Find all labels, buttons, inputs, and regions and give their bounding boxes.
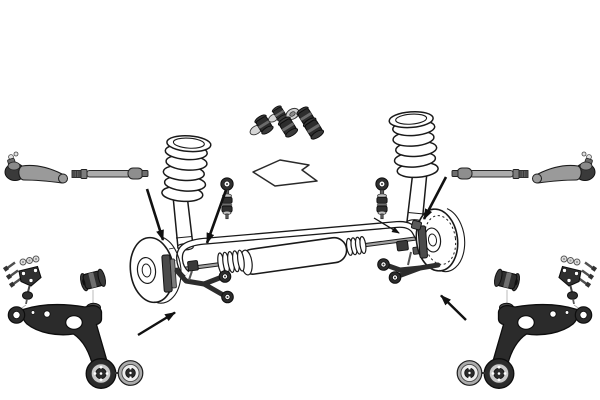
fork-arm-upper bbox=[383, 262, 441, 273]
disc-rim-arc bbox=[439, 208, 466, 273]
bushing-kit-cluster bbox=[249, 104, 326, 142]
tie-rod-left bbox=[4, 151, 149, 184]
hub-bore bbox=[141, 263, 152, 278]
strut-left bbox=[160, 133, 213, 251]
mounting-bar-2 bbox=[169, 258, 177, 289]
fork-arm-upper bbox=[174, 268, 225, 287]
strut-right bbox=[387, 109, 440, 227]
ball-joint-kit-right bbox=[557, 254, 599, 313]
center-cylinder bbox=[239, 236, 348, 276]
hub-disc-left bbox=[129, 236, 182, 304]
arrow-to-left-hub bbox=[145, 188, 165, 241]
fork-eye-dot bbox=[382, 263, 385, 266]
callout-arrows bbox=[137, 176, 467, 337]
fork-eye-dot bbox=[224, 275, 226, 278]
fork-arm-lower bbox=[201, 281, 228, 299]
axle-beam-assembly bbox=[167, 220, 432, 277]
arrow-to-beam-left-end bbox=[205, 189, 228, 244]
mounting-bar bbox=[417, 225, 428, 259]
clamp-stem bbox=[407, 251, 412, 266]
kit-washer-hole bbox=[289, 111, 296, 117]
fork-arm-lower bbox=[394, 265, 423, 279]
hub-disc-right bbox=[410, 208, 466, 273]
control-arm-right bbox=[456, 302, 593, 390]
trailing-fork-right bbox=[377, 251, 441, 284]
clamp-stem bbox=[188, 270, 193, 281]
control-arm-left bbox=[7, 302, 144, 390]
tie-rod-right bbox=[451, 151, 596, 184]
stabilizer-link-right bbox=[375, 177, 389, 220]
arrow-to-track-rod bbox=[373, 217, 400, 234]
bellows-left bbox=[217, 249, 245, 275]
beam-tube bbox=[177, 222, 422, 276]
arrow-up-left-lower-right bbox=[440, 294, 467, 321]
front-bushing-left bbox=[78, 267, 108, 307]
strut-mount-wedge bbox=[410, 219, 422, 231]
rod-clamp-left bbox=[187, 260, 199, 272]
fork-eye-dot bbox=[394, 276, 396, 279]
rod-clamp-right bbox=[396, 240, 409, 252]
bellows-right bbox=[345, 235, 367, 256]
arrow-to-right-strut-base bbox=[422, 176, 448, 220]
front-bushing-right bbox=[492, 267, 522, 307]
arrow-up-right-lower-left bbox=[137, 311, 176, 337]
fork-eye-dot bbox=[226, 296, 229, 298]
trailing-fork-left bbox=[174, 268, 234, 304]
direction-plate bbox=[252, 159, 318, 187]
hub-bore bbox=[427, 233, 438, 247]
disc-rim-arc bbox=[154, 236, 182, 304]
ball-joint-kit-left bbox=[1, 254, 43, 313]
